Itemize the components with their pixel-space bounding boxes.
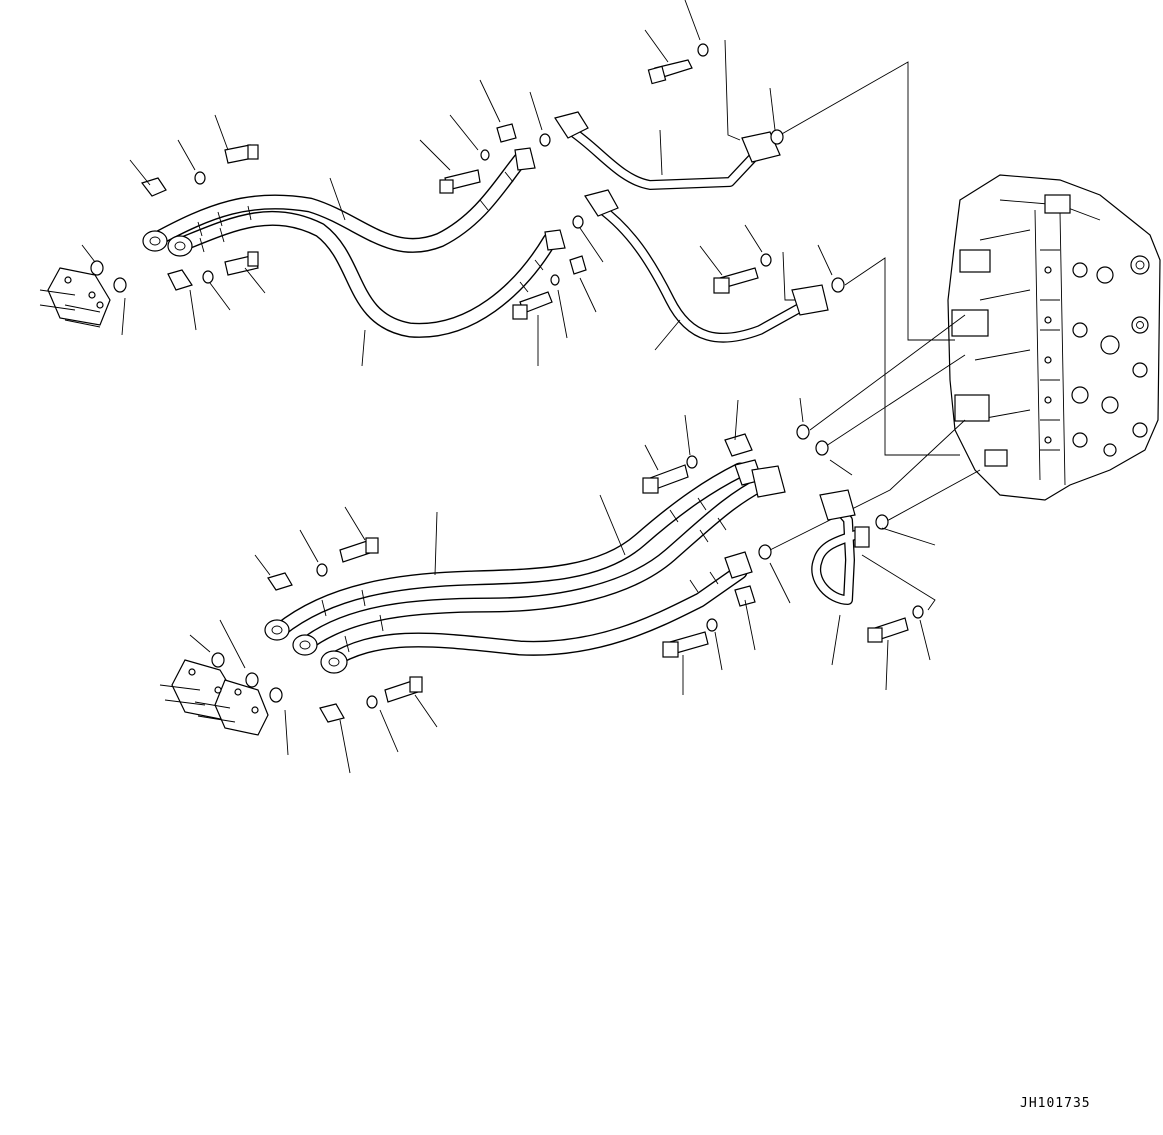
bolt-icon xyxy=(339,464,909,703)
callout-leaders xyxy=(81,0,936,774)
o-ring-icon xyxy=(90,129,845,293)
hydraulic-pipe xyxy=(811,489,870,605)
pump-port-icon xyxy=(39,267,111,328)
control-valve-icon xyxy=(947,174,1161,501)
hydraulic-pipe xyxy=(554,111,829,343)
washer-icon xyxy=(316,455,924,709)
o-ring-icon xyxy=(211,424,889,703)
split-flange-icon xyxy=(140,123,587,291)
split-flange-icon xyxy=(264,433,786,723)
bolt-icon xyxy=(224,59,759,320)
hydraulic-hose xyxy=(272,462,773,670)
pump-port-icon xyxy=(159,659,269,736)
hydraulic-hose xyxy=(147,152,558,338)
drawing-id-label: JH101735 xyxy=(1020,1096,1091,1111)
connection-lines xyxy=(769,61,981,551)
washer-icon xyxy=(194,43,772,286)
